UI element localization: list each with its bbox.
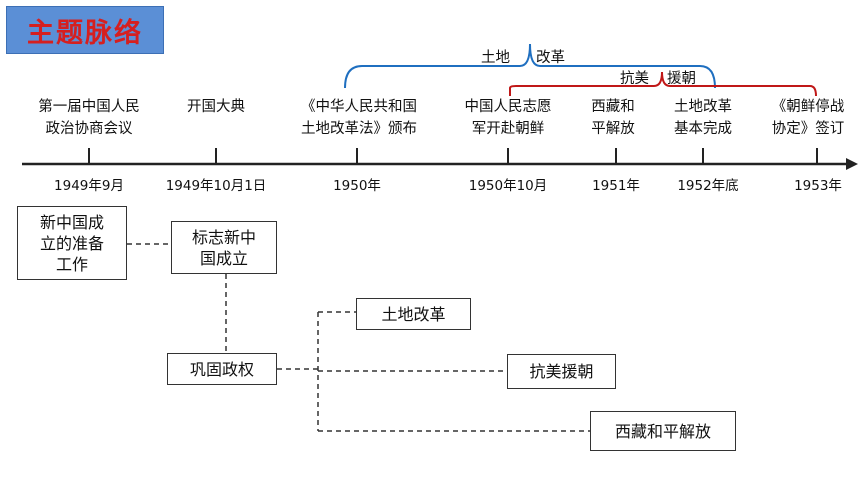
event-founding-ceremony: 开国大典 [187, 99, 245, 115]
date-1950-10: 1950年10月 [468, 178, 548, 194]
box-tibet-liberation: 西藏和平解放 [590, 411, 736, 451]
brace-label-land-left: 土地 [481, 50, 510, 66]
brace-label-korea-left: 抗美 [620, 71, 649, 87]
date-1951: 1951年 [592, 178, 640, 194]
event-tibet-liberation: 西藏和 平解放 [591, 99, 635, 137]
title-banner: 主题脉络 [6, 6, 164, 54]
event-cppcc: 第一届中国人民 政治协商会议 [38, 99, 140, 137]
brace-label-land-right: 改革 [536, 50, 565, 66]
timeline-arrowhead [846, 158, 858, 170]
date-1953: 1953年 [794, 178, 842, 194]
page-title: 主题脉络 [27, 17, 143, 49]
box-founding-marker: 标志新中 国成立 [171, 221, 277, 274]
date-1952: 1952年底 [677, 178, 739, 194]
date-1949-9: 1949年9月 [54, 178, 124, 194]
brace-land-reform [344, 43, 716, 89]
event-volunteers-korea: 中国人民志愿 军开赴朝鲜 [464, 99, 552, 137]
box-founding-preparation: 新中国成 立的准备 工作 [17, 206, 127, 280]
date-1950: 1950年 [333, 178, 381, 194]
date-1949-10-1: 1949年10月1日 [165, 178, 267, 194]
brace-korea [509, 71, 817, 97]
event-armistice: 《朝鲜停战 协定》签订 [771, 99, 845, 137]
box-consolidate-power: 巩固政权 [167, 353, 277, 385]
box-land-reform: 土地改革 [356, 298, 471, 330]
box-resist-us-aid-korea: 抗美援朝 [507, 354, 616, 389]
event-land-reform-complete: 土地改革 基本完成 [674, 99, 732, 137]
brace-label-korea-right: 援朝 [667, 71, 696, 87]
event-land-reform-law: 《中华人民共和国 土地改革法》颁布 [301, 99, 417, 137]
